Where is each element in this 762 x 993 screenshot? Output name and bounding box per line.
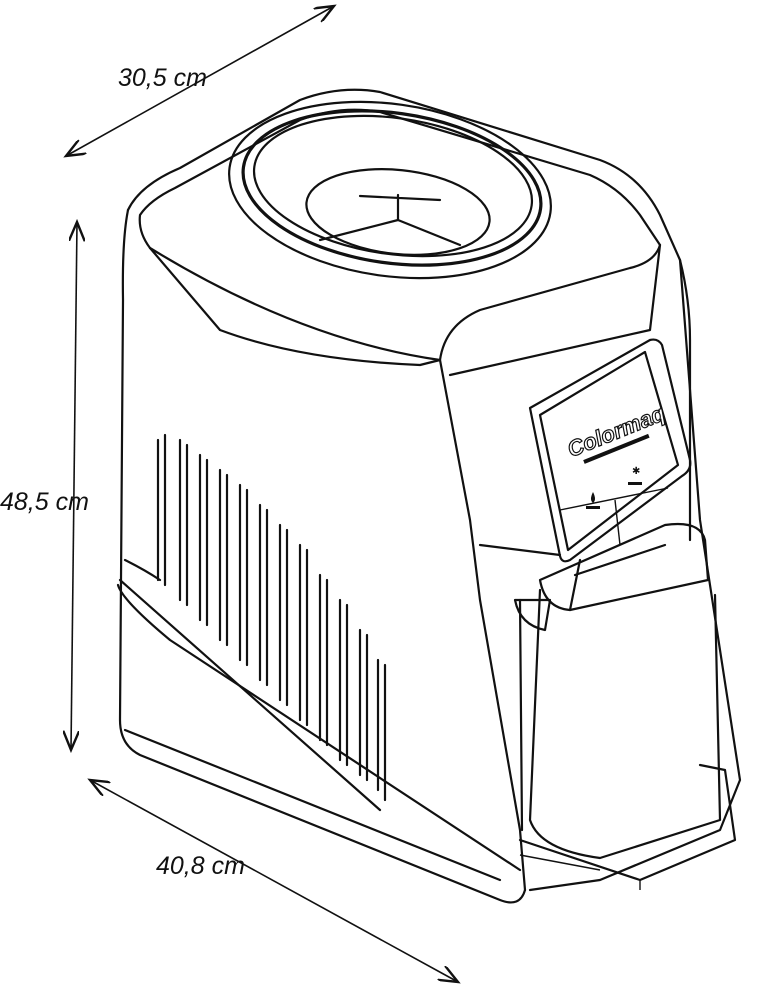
side-vents: [156, 433, 387, 802]
depth-dimension-label: 30,5 cm: [118, 64, 207, 92]
water-drop-icon: [591, 492, 595, 503]
width-dimension-arrow: [90, 780, 458, 982]
dispenser-body: [116, 88, 742, 904]
ice-bin: [513, 522, 737, 890]
ice-button-label: [628, 482, 642, 485]
depth-dimension-arrow: [66, 6, 334, 156]
height-dimension-arrow: [71, 222, 77, 750]
width-dimension-label: 40,8 cm: [156, 852, 245, 880]
water-button-label: [586, 506, 600, 509]
brand-logo: Colormaq: [563, 400, 669, 464]
svg-text:Colormaq: Colormaq: [564, 400, 669, 462]
snowflake-icon: ✱: [632, 466, 640, 477]
height-dimension-label: 48,5 cm: [0, 488, 89, 516]
